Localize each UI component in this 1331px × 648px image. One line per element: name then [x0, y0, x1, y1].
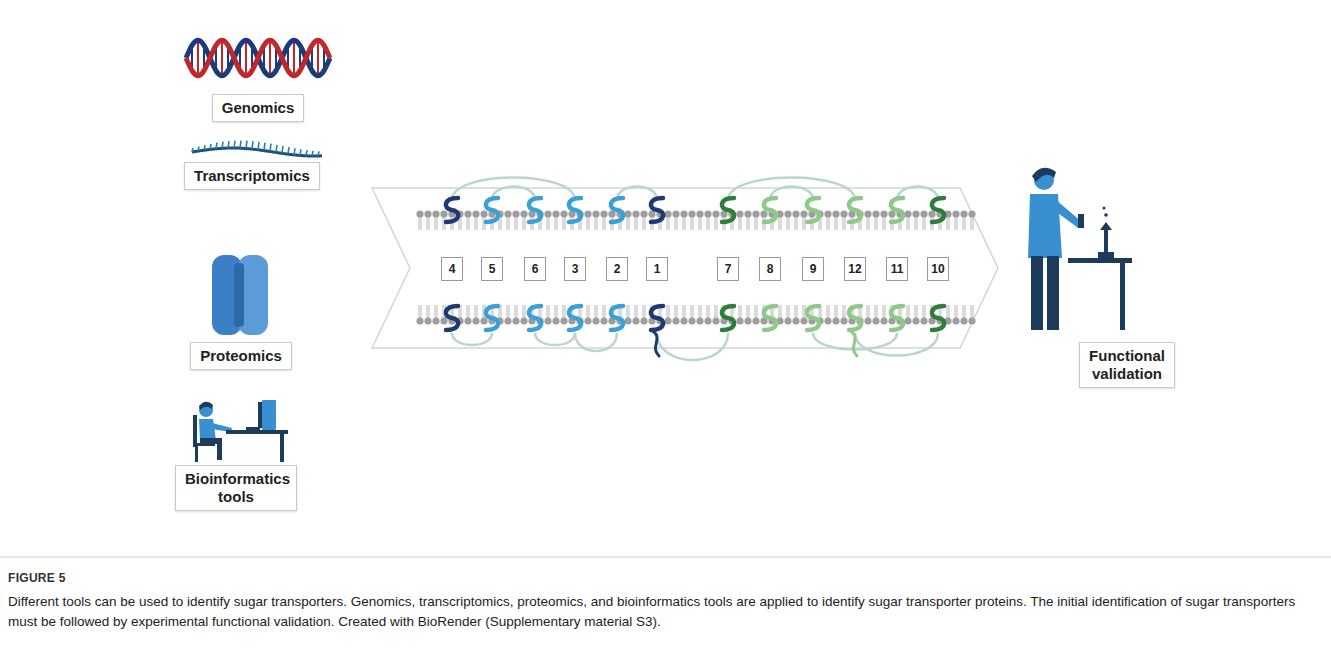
label-box: Genomics [212, 94, 305, 122]
helix-number: 2 [606, 257, 628, 281]
box-label: Proteomics [200, 347, 282, 365]
helix-number: 11 [886, 257, 908, 281]
helix-number: 3 [564, 257, 586, 281]
chevron-arrow [372, 188, 998, 348]
helix-number: 5 [481, 257, 503, 281]
box-label: Functional validation [1089, 347, 1165, 383]
box-label: Bioinformatics tools [185, 470, 287, 506]
label-box: Transcriptomics [184, 162, 320, 190]
helix-number: 1 [646, 257, 668, 281]
computer-person-icon [193, 400, 288, 462]
figure-title: FIGURE 5 [8, 571, 66, 585]
box-label: Genomics [222, 99, 295, 117]
label-box: Functional validation [1079, 342, 1175, 388]
label-box: Proteomics [190, 342, 292, 370]
protein-icon [212, 255, 268, 335]
helix-number: 10 [927, 257, 949, 281]
box-label: Transcriptomics [194, 167, 310, 185]
helix-number: 4 [441, 257, 463, 281]
helix-number: 6 [524, 257, 546, 281]
helix-number: 7 [717, 257, 739, 281]
label-box: Bioinformatics tools [175, 465, 297, 511]
dna-icon [186, 40, 330, 76]
helix-number: 8 [759, 257, 781, 281]
caption-rule [0, 557, 1331, 558]
figure-caption: Different tools can be used to identify … [8, 592, 1320, 631]
rna-icon [192, 141, 322, 156]
helix-number: 12 [844, 257, 866, 281]
helix-loops [452, 178, 938, 361]
helix-number: 9 [802, 257, 824, 281]
helices [446, 198, 944, 356]
lab-person-icon [1028, 168, 1132, 330]
